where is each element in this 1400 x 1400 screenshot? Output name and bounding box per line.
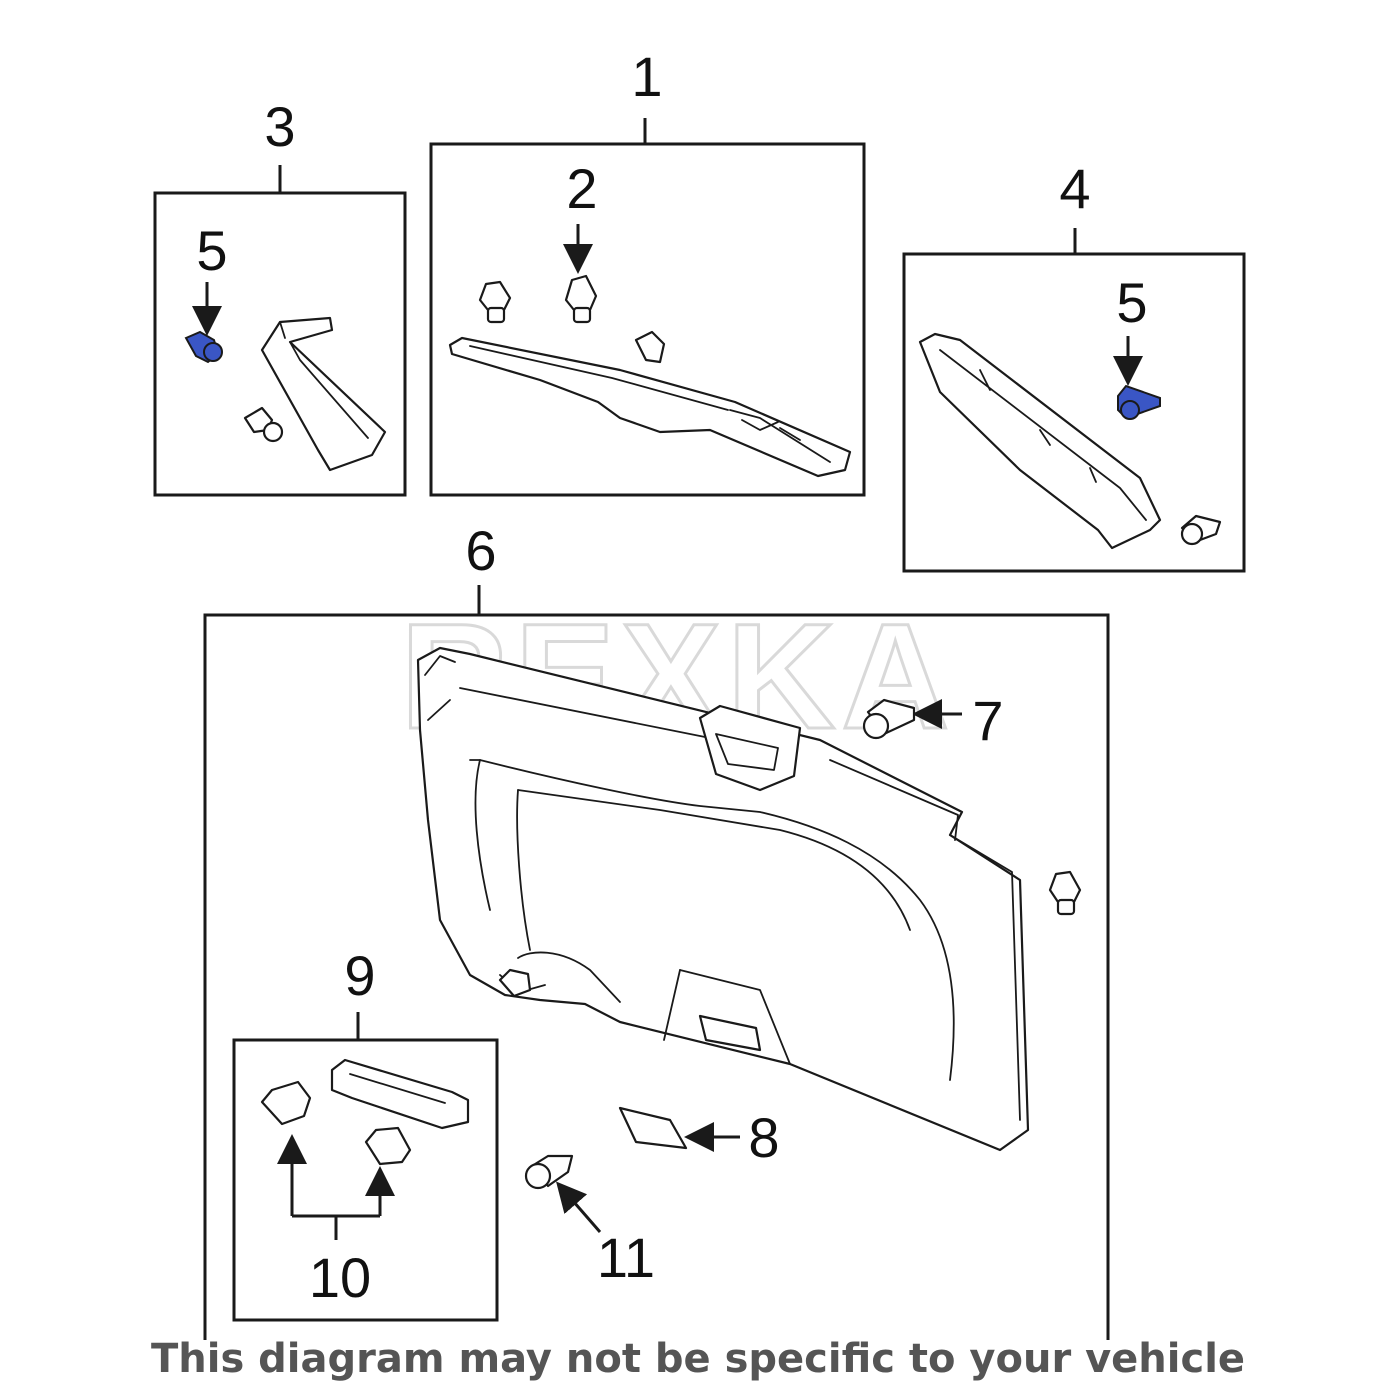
door-trim-panel-icon (416, 646, 1030, 1152)
clip-4-small-icon (1180, 514, 1222, 546)
group-4-right-pillar-trim: 4 5 (902, 157, 1246, 573)
clip-11-icon (524, 1154, 574, 1190)
group-3-left-pillar-trim: 3 5 (153, 95, 407, 497)
callout-2: 2 (566, 157, 597, 220)
callout-11: 11 (597, 1226, 655, 1289)
clip-1b-icon (634, 330, 666, 364)
clip-10b-icon (364, 1126, 412, 1166)
callout-9: 9 (344, 944, 375, 1007)
callout-5-right: 5 (1116, 271, 1147, 334)
callout-10: 10 (309, 1246, 371, 1309)
clip-5-left-icon (184, 330, 223, 364)
clip-3-small-icon (243, 406, 284, 443)
callout-4: 4 (1059, 157, 1090, 220)
group-9-pull-handle: 9 10 (232, 944, 499, 1322)
callout-11-arrow (556, 1181, 602, 1233)
callout-6: 6 (465, 519, 496, 582)
clip-6-right-icon (1048, 870, 1082, 916)
trim-panel-4-icon (918, 332, 1162, 550)
group-1-upper-trim: 1 2 (429, 45, 866, 497)
clip-10a-icon (260, 1080, 312, 1126)
upper-trim-panel-icon (448, 336, 852, 478)
callout-7: 7 (972, 689, 1003, 752)
pull-handle-9-icon (330, 1058, 470, 1130)
group-1-box (429, 142, 866, 497)
group-9-box (232, 1038, 499, 1322)
clip-7-icon (862, 698, 916, 740)
group-6-back-door-trim: 6 7 (203, 519, 1110, 1340)
callout-1: 1 (631, 45, 662, 108)
clip-5-right-icon (1117, 384, 1161, 420)
clip-1a-icon (478, 280, 512, 324)
callout-3: 3 (264, 95, 295, 158)
callout-8: 8 (748, 1106, 779, 1169)
group-6-box (203, 613, 1110, 1340)
callout-5-left: 5 (196, 219, 227, 282)
cap-8-icon (618, 1106, 688, 1150)
trim-panel-3-icon (260, 316, 387, 472)
disclaimer-text: This diagram may not be specific to your… (151, 1336, 1245, 1382)
clip-2-icon (564, 274, 598, 324)
